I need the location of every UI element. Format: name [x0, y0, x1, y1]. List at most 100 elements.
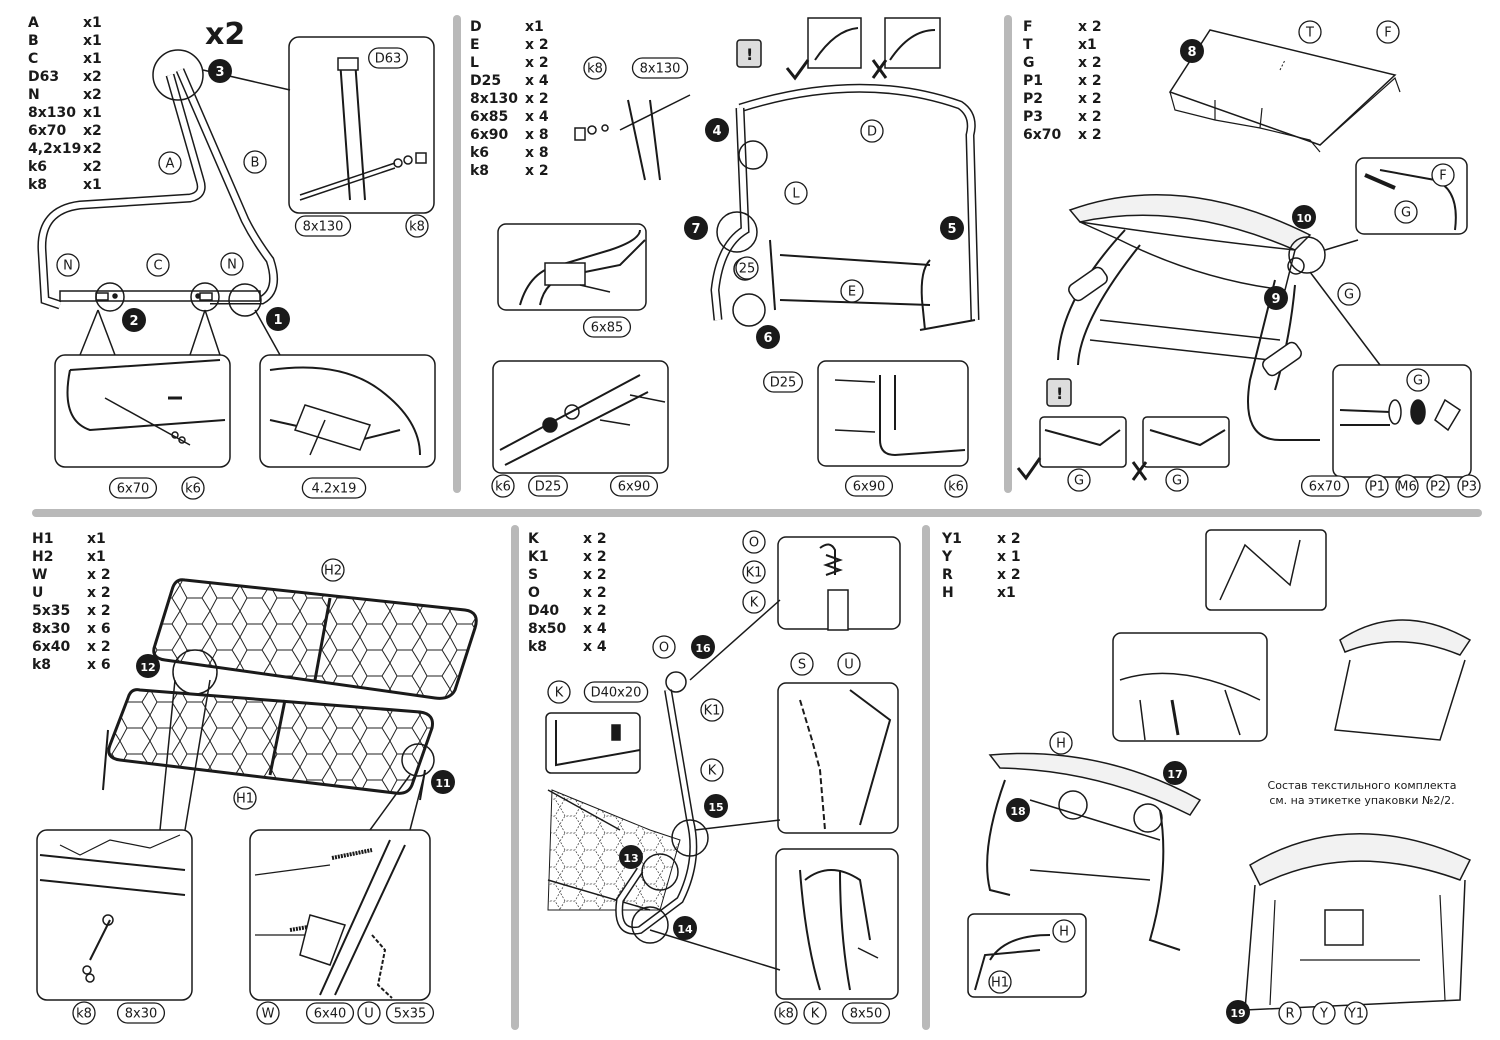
callout-text: H	[1056, 737, 1066, 752]
textile-note-line-1: Состав текстильного комплекта	[1267, 779, 1457, 792]
callout-text: F	[1439, 169, 1446, 184]
part-code: k6	[470, 145, 490, 161]
callout-text: B	[251, 156, 260, 171]
callout-text: G	[1413, 374, 1423, 389]
divider-vertical-top-1	[453, 15, 461, 493]
callout-label: B	[243, 150, 267, 174]
part-quantity: x 4	[583, 639, 607, 655]
callout-text: D	[867, 125, 877, 140]
part-code: H1	[32, 531, 54, 547]
panel-4-seat-mesh	[36, 578, 478, 1001]
part-code: Y1	[942, 531, 962, 547]
inset-step-3	[288, 36, 435, 214]
cross-icon	[871, 59, 888, 79]
callout-label: 8x30	[116, 1002, 166, 1024]
part-code: E	[470, 37, 480, 53]
callout-text: 8x130	[640, 62, 681, 77]
callout-text: U	[364, 1007, 374, 1022]
inset-step-5	[817, 360, 969, 467]
callout-text: W	[262, 1007, 275, 1022]
part-code: 6x40	[32, 639, 71, 655]
callout-label: D63	[368, 47, 408, 69]
callout-label: F	[1431, 163, 1455, 187]
mesh-frame-h2	[152, 578, 478, 700]
part-quantity: x2	[83, 87, 102, 103]
part-quantity: x1	[83, 33, 102, 49]
inset-step-14	[775, 848, 899, 1000]
callout-label: 8x130	[294, 215, 352, 237]
part-quantity: x 2	[525, 163, 549, 179]
callout-label: E	[840, 279, 864, 303]
callout-text: Y1	[1347, 1007, 1364, 1022]
inset-step-7	[497, 223, 647, 311]
callout-label: 6x70	[108, 477, 158, 499]
callout-text: M6	[1397, 480, 1417, 495]
callout-text: 6x90	[853, 480, 886, 495]
callout-text: U	[844, 658, 854, 673]
part-code: 6x70	[28, 123, 67, 139]
callout-label: 8x50	[841, 1002, 891, 1024]
part-quantity: x1	[83, 177, 102, 193]
callout-label: k8	[72, 1001, 96, 1025]
callout-label: N	[56, 253, 80, 277]
inset-step-12	[36, 829, 193, 1001]
part-code: k6	[28, 159, 48, 175]
part-code: D25	[470, 73, 502, 89]
part-code: 8x50	[528, 621, 567, 637]
callout-label: k8	[583, 56, 607, 80]
mesh-frame-h1	[107, 688, 434, 795]
callout-text: 6x40	[314, 1007, 347, 1022]
callout-text: D25	[535, 480, 562, 495]
callout-label: D25	[528, 475, 568, 497]
part-quantity: x 2	[1078, 55, 1102, 71]
callout-label: K	[547, 680, 571, 704]
part-code: D40	[528, 603, 560, 619]
check-icon	[785, 59, 810, 81]
part-quantity: x 2	[1078, 127, 1102, 143]
callout-text: D25	[770, 376, 797, 391]
part-quantity: x 2	[525, 55, 549, 71]
callout-label: 6x90	[844, 475, 894, 497]
callout-label: 25	[735, 256, 759, 280]
step-16: 16	[695, 642, 711, 655]
part-quantity: x1	[87, 531, 106, 547]
inset-step-16a	[545, 712, 641, 774]
step-10: 10	[1296, 212, 1312, 225]
callout-label: U	[837, 652, 861, 676]
part-quantity: x2	[83, 159, 102, 175]
part-code: S	[528, 567, 539, 583]
callout-text: G	[1344, 288, 1354, 303]
part-quantity: x 2	[1078, 91, 1102, 107]
part-quantity: x 6	[87, 621, 111, 637]
callout-text: 8x30	[125, 1007, 158, 1022]
callout-label: 6x40	[305, 1002, 355, 1024]
divider-vertical-bottom-1	[511, 525, 519, 1030]
part-code: k8	[32, 657, 52, 673]
callout-text: D40x20	[591, 686, 642, 701]
part-quantity: x 2	[583, 567, 607, 583]
callout-label: S	[790, 652, 814, 676]
callout-text: N	[227, 258, 237, 273]
callout-label: K1	[700, 698, 724, 722]
part-code: 8x130	[470, 91, 518, 107]
